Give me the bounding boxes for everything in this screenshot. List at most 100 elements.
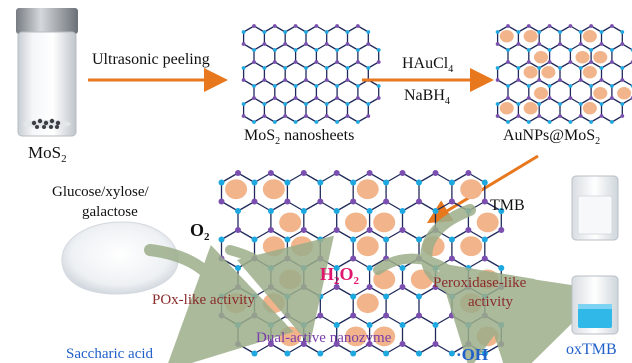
- lattice-atom: [578, 30, 583, 34]
- lattice-atom: [432, 341, 439, 347]
- lattice-atom: [304, 30, 308, 34]
- lattice-atom: [300, 208, 307, 214]
- lattice-atom: [333, 227, 340, 233]
- lattice-atom: [610, 96, 614, 100]
- lattice-atom: [578, 114, 583, 118]
- saccharic-acid-label: Saccharic acid: [66, 346, 154, 362]
- lattice-atom: [251, 198, 258, 205]
- lattice-atom: [383, 198, 390, 205]
- pox-activity-label: POx-like activity: [152, 292, 255, 308]
- oh-radical-label: ·OH: [456, 345, 488, 363]
- lattice-atom: [345, 66, 350, 70]
- lattice-atom: [241, 30, 246, 34]
- lattice-atom: [481, 312, 488, 319]
- lattice-atom: [333, 265, 340, 271]
- lattice-atom: [547, 60, 552, 64]
- lattice-atom: [578, 42, 583, 46]
- lattice-atom: [568, 96, 573, 100]
- peroxidase-label-line1: Peroxidase-like: [433, 275, 527, 291]
- lattice-atom: [283, 78, 288, 82]
- lattice-atom: [399, 227, 406, 233]
- lattice-atom: [218, 255, 225, 262]
- lattice-atom: [599, 102, 604, 106]
- lattice-atom: [366, 170, 373, 176]
- au-nanoparticle: [617, 87, 632, 100]
- lattice-atom: [283, 102, 288, 106]
- lattice-atom: [324, 42, 329, 46]
- lattice-atom: [317, 198, 324, 205]
- lattice-atom: [284, 312, 291, 319]
- au-nanoparticle: [290, 236, 313, 257]
- aunps-mos2-lattice: [495, 24, 632, 124]
- reagent-nabh4: NaBH4: [404, 87, 450, 107]
- lattice-atom: [599, 30, 604, 34]
- lattice-atom: [251, 350, 258, 357]
- lattice-atom: [218, 179, 225, 186]
- lattice-atom: [506, 84, 510, 88]
- lattice-atom: [432, 170, 439, 176]
- au-nanoparticle: [593, 87, 608, 100]
- lattice-atom: [366, 322, 373, 328]
- lattice-atom: [314, 24, 319, 28]
- lattice-atom: [416, 350, 422, 357]
- lattice-atom: [356, 48, 360, 52]
- lattice-atom: [314, 84, 319, 88]
- lattice-atom: [481, 255, 488, 262]
- lattice-atom: [293, 96, 298, 100]
- lattice-atom: [267, 170, 274, 176]
- lattice-atom: [366, 208, 373, 214]
- lattice-atom: [620, 114, 625, 118]
- mos2-label: MoS2: [28, 143, 67, 165]
- lattice-atom: [416, 236, 422, 243]
- nanosheets-label: MoS2 nanosheets: [244, 127, 354, 147]
- lattice-atom: [568, 120, 573, 124]
- lattice-atom: [235, 227, 241, 233]
- lattice-atom: [304, 78, 308, 82]
- au-nanoparticle: [460, 236, 483, 257]
- au-nanoparticle: [534, 51, 548, 64]
- lattice-atom: [537, 102, 542, 106]
- lattice-atom: [589, 96, 593, 100]
- au-nanoparticle: [225, 179, 248, 200]
- lattice-atom: [481, 198, 488, 205]
- mos2-vial: [16, 8, 78, 137]
- lattice-atom: [218, 198, 225, 205]
- lattice-atom: [335, 48, 339, 52]
- lattice-atom: [335, 24, 339, 28]
- lattice-atom: [283, 42, 288, 46]
- lattice-atom: [293, 120, 298, 124]
- lattice-atom: [516, 78, 521, 82]
- lattice-atom: [481, 236, 488, 243]
- lattice-atom: [267, 322, 274, 328]
- lattice-atom: [547, 84, 552, 88]
- lattice-atom: [314, 48, 319, 52]
- lattice-atom: [345, 30, 350, 34]
- lattice-atom: [599, 78, 604, 82]
- lattice-atom: [272, 120, 277, 124]
- sugar-powder: [61, 221, 179, 295]
- lattice-atom: [383, 312, 390, 319]
- lattice-atom: [366, 102, 371, 106]
- lattice-atom: [599, 42, 604, 46]
- lattice-atom: [262, 42, 267, 46]
- lattice-atom: [267, 284, 274, 290]
- lattice-atom: [495, 78, 500, 82]
- peroxidase-label-line2: activity: [468, 294, 513, 310]
- lattice-bonds: [242, 25, 380, 123]
- au-nanoparticle: [262, 293, 285, 313]
- lattice-atom: [448, 198, 455, 205]
- lattice-atom: [376, 60, 381, 64]
- au-nanoparticle: [593, 51, 608, 64]
- lattice-atom: [376, 48, 381, 52]
- lattice-atom: [293, 24, 298, 28]
- lattice-atom: [304, 66, 308, 70]
- lattice-atom: [300, 322, 307, 328]
- ultrasonic-label: Ultrasonic peeling: [92, 51, 210, 68]
- lattice-atom: [345, 42, 350, 46]
- lattice-atom: [304, 114, 308, 118]
- lattice-atom: [356, 60, 360, 64]
- lattice-atom: [516, 102, 521, 106]
- lattice-atom: [267, 208, 274, 214]
- lattice-atom: [300, 284, 307, 290]
- lattice-atom: [506, 48, 510, 52]
